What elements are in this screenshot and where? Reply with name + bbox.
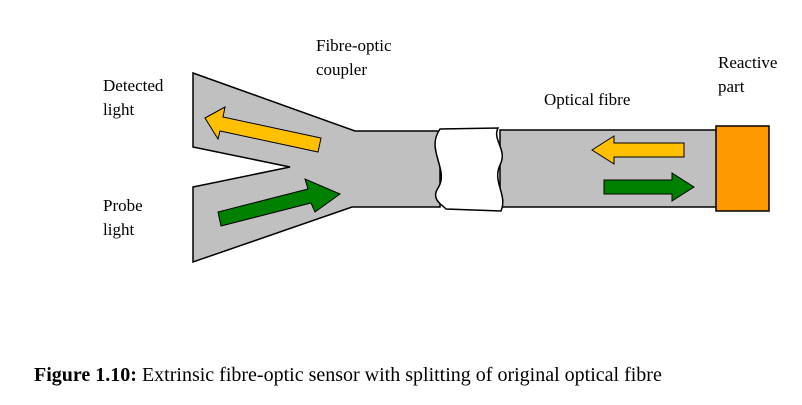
fibre-break-gap (434, 127, 504, 212)
detected-light-label-line2: light (103, 100, 135, 119)
fibre-probe-arrow-icon (603, 172, 695, 202)
probe-light-arrow-icon (217, 178, 342, 227)
figure-caption: Figure 1.10: Extrinsic fibre-optic senso… (34, 362, 662, 388)
fibre-optic-coupler-label: Fibre-optic coupler (316, 34, 392, 82)
figure-caption-text: Extrinsic fibre-optic sensor with splitt… (136, 364, 662, 386)
detected-light-label-line1: Detected (103, 76, 164, 95)
detected-light-label: Detected light (103, 74, 163, 122)
reactive-part-block (715, 125, 770, 212)
reactive-part-label-line1: Reactive (718, 53, 778, 72)
figure-number: Figure 1.10: (34, 364, 137, 386)
coupler-label-line2: coupler (316, 60, 367, 79)
probe-light-label-line2: light (103, 220, 135, 239)
probe-light-label-line1: Probe (103, 196, 143, 215)
optical-fibre-label: Optical fibre (544, 90, 631, 109)
coupler-label-line1: Fibre-optic (316, 36, 392, 55)
fibre-optic-coupler-shape (192, 71, 441, 264)
probe-light-label: Probe light (103, 194, 143, 242)
detected-light-arrow-icon (204, 106, 322, 153)
fibre-optic-sensor-diagram (192, 71, 770, 264)
reactive-part-label-line2: part (718, 77, 745, 96)
reactive-part-label: Reactive part (718, 51, 777, 99)
fibre-detected-arrow-icon (591, 135, 685, 165)
